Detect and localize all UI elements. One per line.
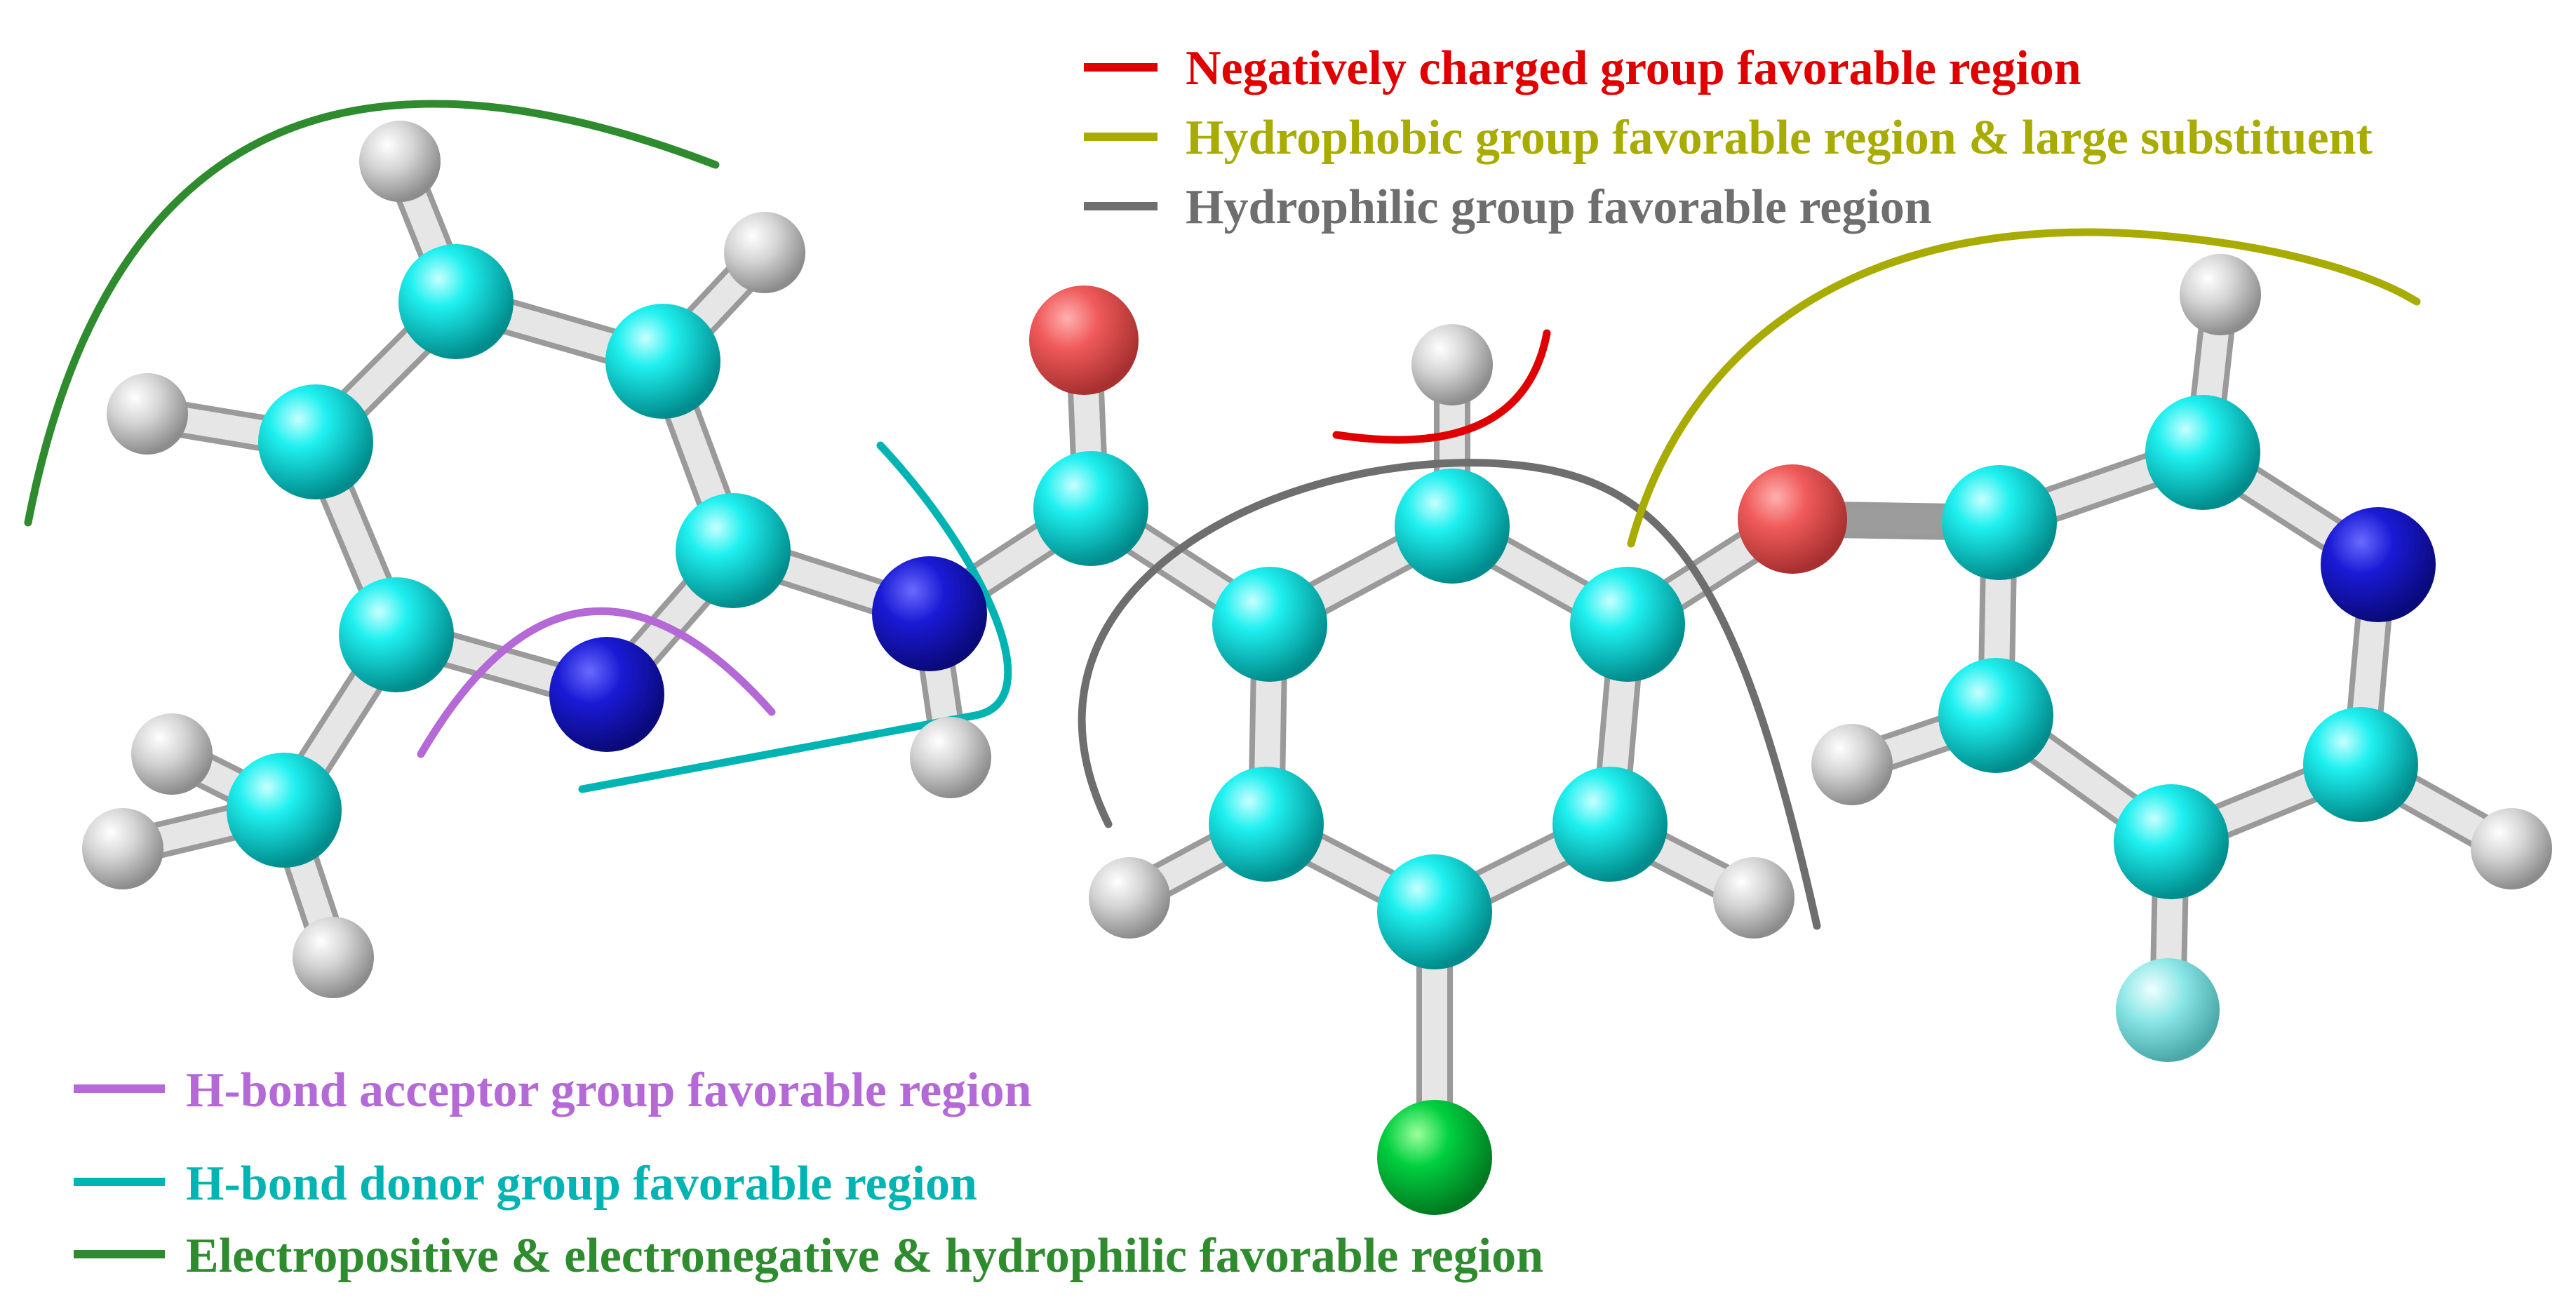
atom-hydrogen (724, 212, 805, 293)
atom-hydrogen (107, 373, 188, 455)
atom-hydrogen (1411, 324, 1493, 405)
atom-carbon (2114, 784, 2229, 899)
legend-bottom: H-bond acceptor group favorable region H… (74, 1063, 1543, 1283)
atom-carbon (339, 577, 454, 692)
atom-oxygen (1738, 464, 1847, 574)
atom-carbon (1942, 465, 2057, 580)
atom-carbon (1395, 469, 1510, 584)
legend-label-hydrophilic: Hydrophilic group favorable region (1186, 180, 1932, 234)
legend-label-hydrophobic: Hydrophobic group favorable region & lar… (1186, 111, 2373, 165)
atom-hydrogen (1089, 857, 1170, 939)
atom-carbon (1570, 567, 1685, 682)
atom-chlorine (1377, 1100, 1492, 1215)
atom-hydrogen (2471, 808, 2552, 889)
atom-hydrogen (910, 717, 991, 798)
atom-carbon (227, 753, 342, 868)
atom-carbon (2145, 395, 2260, 510)
region-curve-hydrophilic (1078, 459, 1821, 930)
atom-carbon (1209, 767, 1324, 882)
region-curve-electro (24, 100, 720, 527)
legend-top: Negatively charged group favorable regio… (1084, 41, 2373, 234)
atom-nitrogen (549, 637, 664, 752)
legend-label-electro: Electropositive & electronegative & hydr… (186, 1229, 1543, 1283)
atom-hydrogen (1713, 857, 1795, 939)
legend-label-hbond-acceptor: H-bond acceptor group favorable region (186, 1063, 1032, 1117)
atom-carbon (398, 244, 514, 359)
atom-carbon (1212, 567, 1327, 682)
atom-oxygen (1029, 285, 1139, 395)
atom-carbon (258, 384, 373, 499)
atom-hydrogen (293, 917, 374, 998)
atom-hydrogen (131, 713, 213, 795)
atom-carbon (1377, 854, 1492, 969)
atom-fluorine (2116, 958, 2220, 1062)
atom-carbon (676, 493, 791, 608)
atom-carbon (1552, 767, 1668, 882)
legend-label-negative: Negatively charged group favorable regio… (1186, 41, 2081, 95)
atom-nitrogen (872, 556, 987, 671)
region-curve-layer (24, 100, 2421, 930)
atom-carbon (1033, 451, 1148, 566)
atom-layer (82, 121, 2552, 1215)
atom-carbon (1938, 658, 2053, 773)
region-curve-hbond-acceptor (417, 607, 776, 758)
atom-hydrogen (2180, 254, 2261, 335)
atom-carbon (2303, 707, 2418, 822)
legend-label-hbond-donor: H-bond donor group favorable region (186, 1157, 977, 1211)
region-curve-hydrophobic (1627, 228, 2421, 548)
atom-hydrogen (82, 808, 163, 889)
atom-hydrogen (1811, 724, 1893, 805)
region-curve-hbond-donor (578, 441, 1012, 793)
atom-nitrogen (2321, 507, 2436, 622)
atom-carbon (605, 304, 720, 419)
atom-hydrogen (359, 121, 441, 202)
region-curve-negative (1332, 329, 1551, 444)
